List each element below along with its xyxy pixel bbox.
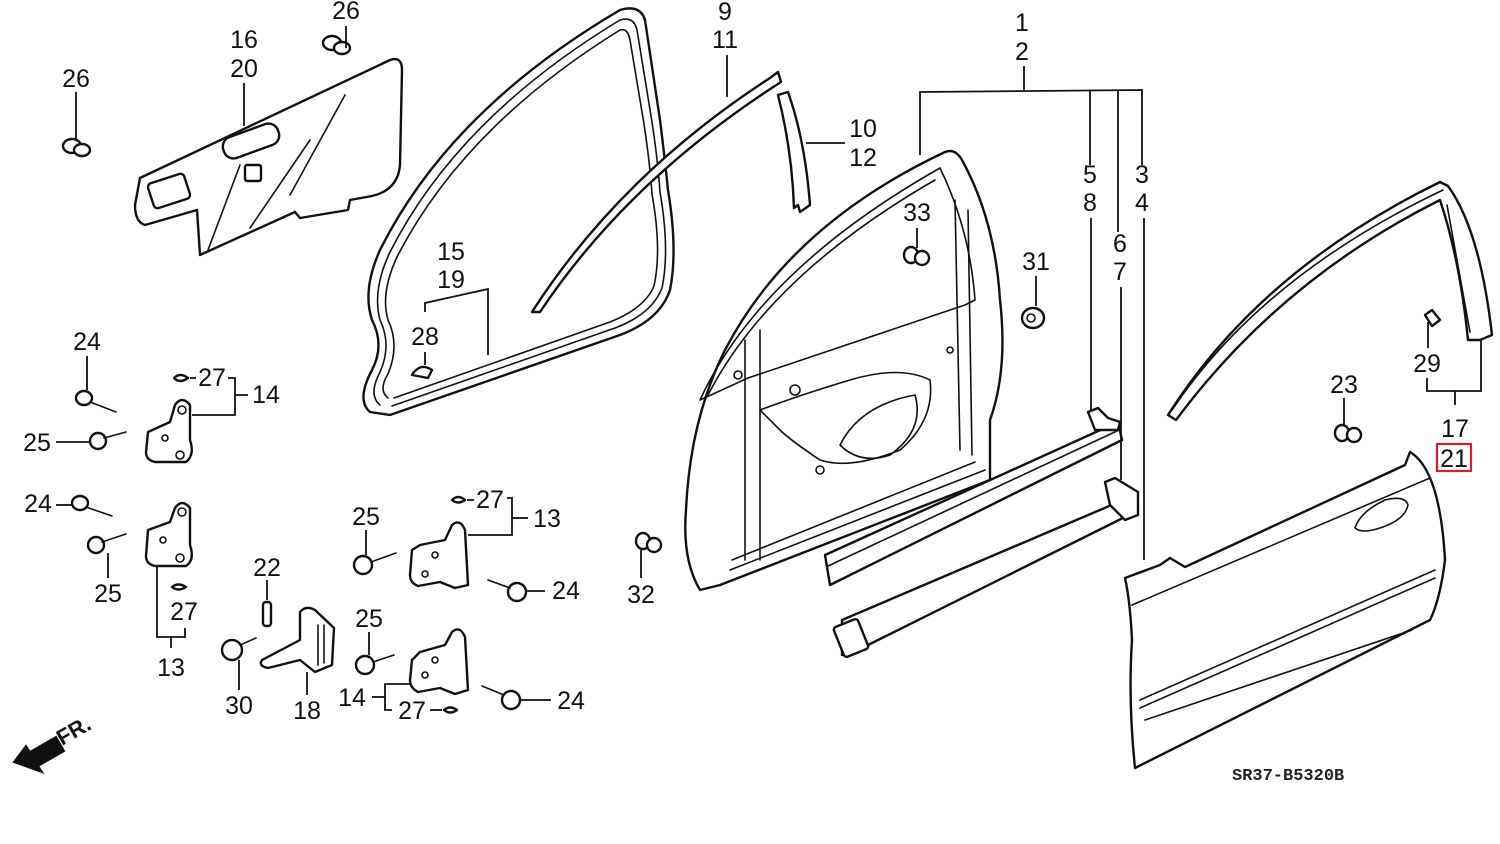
plug-32[interactable]: 32 <box>627 531 663 609</box>
bottom-margin <box>0 783 1500 844</box>
callout-label-16: 16 <box>230 26 258 54</box>
callout-label-30: 30 <box>225 692 253 720</box>
callout-label-17: 17 <box>1441 415 1469 443</box>
callout-label-15: 15 <box>437 238 465 266</box>
callout-5-8: 5 8 <box>1083 161 1097 410</box>
outer-door-skin[interactable] <box>1123 450 1447 770</box>
callout-label-9: 9 <box>718 0 732 26</box>
door-weatherstrip[interactable] <box>362 7 675 417</box>
clip-27[interactable] <box>170 583 188 591</box>
callout-label-27: 27 <box>198 364 226 392</box>
callout-label-10: 10 <box>849 115 877 143</box>
callout-1-2: 1 2 <box>919 9 1143 232</box>
callout-14-27-lower-right: 14 27 <box>338 683 459 725</box>
callout-27-13-lower-left: 27 13 <box>156 566 198 682</box>
callout-label-1: 1 <box>1015 9 1029 37</box>
door-glass[interactable] <box>133 57 404 257</box>
clip-26-left[interactable]: 26 <box>61 65 92 158</box>
window-run-channel[interactable] <box>530 70 783 314</box>
callout-label-27: 27 <box>476 486 504 514</box>
clip-27[interactable] <box>172 373 190 383</box>
callout-label-13: 13 <box>157 654 185 682</box>
plug-33[interactable]: 33 <box>902 199 931 267</box>
callout-label-24: 24 <box>552 577 580 605</box>
callout-label-23: 23 <box>1330 371 1358 399</box>
callout-27-13-upper-right: 27 13 <box>450 486 561 536</box>
callout-10-12: 10 12 <box>806 115 877 172</box>
hinge-lower-door-side[interactable] <box>408 628 470 696</box>
callout-label-24: 24 <box>73 328 101 356</box>
callout-label-29: 29 <box>1413 350 1441 378</box>
callout-label-27: 27 <box>170 598 198 626</box>
bolt-25-lower-left[interactable]: 25 <box>86 533 127 608</box>
callout-label-25: 25 <box>355 605 383 633</box>
callout-3-4: 3 4 <box>1135 161 1149 560</box>
callout-label-11: 11 <box>712 26 738 54</box>
bolt-24-upper-left[interactable]: 24 <box>73 328 117 413</box>
callout-label-4: 4 <box>1135 189 1149 217</box>
clip-26-top[interactable]: 26 <box>321 0 360 56</box>
callout-label-24: 24 <box>557 687 585 715</box>
callout-16-20: 16 20 <box>230 26 258 126</box>
callout-label-14: 14 <box>338 684 366 712</box>
clip-28[interactable] <box>410 365 434 380</box>
callout-label-25: 25 <box>352 503 380 531</box>
center-sash[interactable] <box>776 90 812 214</box>
clip-27[interactable] <box>450 495 467 504</box>
clip-27[interactable] <box>442 706 459 714</box>
callout-15-19-28: 15 19 28 <box>410 238 489 380</box>
clip-29[interactable] <box>1423 308 1442 328</box>
side-impact-beam[interactable] <box>832 476 1140 658</box>
bolt-25-upper-left[interactable]: 25 <box>23 429 127 457</box>
bolt-25-upper-right[interactable]: 25 <box>352 503 397 576</box>
bolt-24-lower-left[interactable]: 24 <box>24 490 113 518</box>
front-arrow-icon <box>12 735 66 774</box>
plug-31[interactable]: 31 <box>1020 248 1050 330</box>
callout-label-8: 8 <box>1083 189 1097 217</box>
callout-label-2: 2 <box>1015 38 1029 66</box>
callout-label-18: 18 <box>293 697 321 725</box>
callout-label-25: 25 <box>94 580 122 608</box>
bolt-25-lower-right[interactable]: 25 <box>354 605 395 676</box>
door-checker-18[interactable]: 18 <box>259 606 336 725</box>
sill-reinforcement[interactable] <box>823 406 1124 587</box>
callout-label-25: 25 <box>23 429 51 457</box>
callout-label-3: 3 <box>1135 161 1149 189</box>
callout-label-24: 24 <box>24 490 52 518</box>
callout-label-21[interactable]: 21 <box>1440 445 1468 473</box>
callout-label-7: 7 <box>1113 258 1127 286</box>
callout-label-13: 13 <box>533 505 561 533</box>
drawing-code: SR37-B5320B <box>1232 767 1344 786</box>
callout-label-22: 22 <box>253 554 281 582</box>
callout-label-19: 19 <box>437 266 465 294</box>
hinge-lower-body-side[interactable] <box>144 501 193 568</box>
callout-label-28: 28 <box>411 323 439 351</box>
callout-label-27: 27 <box>398 697 426 725</box>
callout-label-26: 26 <box>62 65 90 93</box>
door-pin-22[interactable]: 22 <box>253 554 281 628</box>
door-sash-molding[interactable] <box>1166 180 1494 422</box>
callout-label-5: 5 <box>1083 161 1097 189</box>
callout-6-7: 6 7 <box>1113 230 1127 480</box>
highlight-box-21 <box>1435 442 1473 473</box>
callout-29-17-21: 29 17 21 <box>1413 322 1482 473</box>
callout-label-26: 26 <box>332 0 360 25</box>
callout-27-14-upper: 27 14 <box>172 364 280 416</box>
bolt-30[interactable]: 30 <box>220 637 257 720</box>
callout-label-20: 20 <box>230 55 258 83</box>
callout-label-33: 33 <box>903 199 931 227</box>
callout-label-31: 31 <box>1022 248 1050 276</box>
bolt-24-lower-right[interactable]: 24 <box>481 685 585 715</box>
callout-9-11: 9 11 <box>712 0 738 97</box>
front-direction-marker: FR. <box>12 711 95 774</box>
callout-label-6: 6 <box>1113 230 1127 258</box>
callout-label-14: 14 <box>252 381 280 409</box>
callout-label-32: 32 <box>627 581 655 609</box>
bolt-24-upper-right[interactable]: 24 <box>487 577 580 605</box>
hinge-upper-body-side[interactable] <box>144 398 193 464</box>
plug-23[interactable]: 23 <box>1330 371 1363 444</box>
callout-label-12: 12 <box>849 144 877 172</box>
hinge-upper-door-side[interactable] <box>408 521 470 590</box>
